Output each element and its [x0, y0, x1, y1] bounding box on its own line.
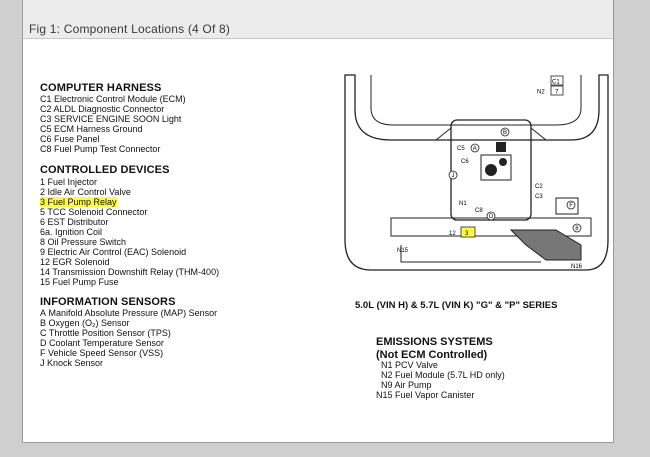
- list-item: C3 SERVICE ENGINE SOON Light: [40, 114, 182, 124]
- list-item: F Vehicle Speed Sensor (VSS): [40, 348, 164, 358]
- distributor-outline: [480, 154, 512, 181]
- engine-compartment-diagram: C1 7 N2 C5 A B C6 C2 C3 J N1 C8 D F N15 …: [344, 74, 609, 271]
- diagram-label: A: [473, 146, 477, 152]
- figure-title: Fig 1: Component Locations (4 Of 8): [29, 22, 231, 36]
- list-item: 6 EST Distributor: [40, 217, 109, 227]
- cowl-line: [370, 75, 582, 126]
- list-item: 2 Idle Air Control Valve: [40, 187, 131, 197]
- diagram-label: C5: [457, 146, 465, 152]
- list-item: D Coolant Temperature Sensor: [40, 338, 164, 348]
- diagram-label: N16: [571, 264, 583, 270]
- diagram-caption: 5.0L (VIN H) & 5.7L (VIN K) "G" & "P" SE…: [355, 300, 558, 311]
- list-item: J Knock Sensor: [40, 358, 104, 368]
- list-item: 12 EGR Solenoid: [40, 257, 110, 267]
- list-item: C5 ECM Harness Ground: [40, 124, 143, 134]
- label-circle: [566, 200, 576, 210]
- vehicle-outline: [344, 74, 609, 271]
- diagram-label: 12: [449, 231, 456, 237]
- fuel-pump-relay-highlight: [460, 226, 476, 238]
- emissions-heading: EMISSIONS SYSTEMS (Not ECM Controlled): [376, 336, 493, 362]
- battery-area: [509, 229, 582, 261]
- front-frame: [400, 245, 541, 263]
- diagram-label: C6: [461, 159, 469, 165]
- section-heading-information-sensors: INFORMATION SENSORS: [40, 296, 176, 308]
- list-item: C6 Fuse Panel: [40, 134, 100, 144]
- list-item-highlighted: 3 Fuel Pump Relay: [40, 197, 219, 207]
- list-item: C2 ALDL Diagnostic Connector: [40, 104, 165, 114]
- section-heading-controlled-devices: CONTROLLED DEVICES: [40, 164, 170, 176]
- diagram-label: J: [452, 173, 455, 179]
- list-item: N9 Air Pump: [381, 380, 432, 390]
- list-item: A Manifold Absolute Pressure (MAP) Senso…: [40, 308, 218, 318]
- controlled-devices-list: 1 Fuel Injector 2 Idle Air Control Valve…: [40, 177, 219, 287]
- canister: [555, 197, 579, 215]
- diagram-label: N1: [459, 201, 467, 207]
- list-item: 5 TCC Solenoid Connector: [40, 207, 148, 217]
- diagram-label: 8: [575, 226, 579, 232]
- diagram-label: N2: [537, 90, 545, 96]
- highlight-mark: 3 Fuel Pump Relay: [40, 197, 117, 207]
- coil-mark: [499, 158, 507, 166]
- emissions-list: N1 PCV Valve N2 Fuel Module (5.7L HD onl…: [376, 360, 505, 400]
- label-box: [550, 85, 564, 96]
- list-item: N15 Fuel Vapor Canister: [376, 390, 475, 400]
- list-item: 1 Fuel Injector: [40, 177, 98, 187]
- list-item: C1 Electronic Control Module (ECM): [40, 94, 186, 104]
- list-item: N1 PCV Valve: [381, 360, 438, 370]
- label-circle: [470, 143, 480, 153]
- diagram-label: B: [503, 130, 507, 136]
- list-item: N2 Fuel Module (5.7L HD only): [381, 370, 505, 380]
- valve-mark: [496, 142, 506, 152]
- label-circle: [500, 127, 510, 137]
- label-circle: [448, 170, 458, 180]
- diagram-label: 7: [555, 90, 559, 96]
- list-item: 6a. Ignition Coil: [40, 227, 103, 237]
- computer-harness-list: C1 Electronic Control Module (ECM) C2 AL…: [40, 94, 186, 154]
- diagram-label: C2: [535, 184, 543, 190]
- diagram-label: N15: [397, 248, 409, 254]
- list-item: 14 Transmission Downshift Relay (THM-400…: [40, 267, 220, 277]
- emissions-title: EMISSIONS SYSTEMS: [376, 336, 493, 348]
- section-heading-computer-harness: COMPUTER HARNESS: [40, 82, 162, 94]
- list-item: 8 Oil Pressure Switch: [40, 237, 127, 247]
- figure-title-bar: Fig 1: Component Locations (4 Of 8): [23, 0, 613, 39]
- document-page: Fig 1: Component Locations (4 Of 8) COMP…: [22, 0, 614, 443]
- emissions-subtitle: (Not ECM Controlled): [376, 349, 488, 361]
- distributor-cap: [485, 164, 497, 176]
- label-circle: [486, 211, 496, 221]
- engine-mounts: [435, 127, 547, 141]
- diagram-label: C1: [552, 80, 560, 86]
- information-sensors-list: A Manifold Absolute Pressure (MAP) Senso…: [40, 308, 217, 368]
- list-item: C Throttle Position Sensor (TPS): [40, 328, 171, 338]
- diagram-label: C3: [535, 194, 543, 200]
- diagram-label: F: [569, 203, 573, 209]
- list-item: 9 Electric Air Control (EAC) Solenoid: [40, 247, 187, 257]
- list-item: B Oxygen (O₂) Sensor: [40, 318, 130, 328]
- list-item: 15 Fuel Pump Fuse: [40, 277, 119, 287]
- label-circle: [572, 223, 582, 233]
- diagram-label: D: [489, 214, 494, 220]
- diagram-label: C8: [475, 208, 483, 214]
- diagram-label: 3: [465, 231, 469, 237]
- list-item: C8 Fuel Pump Test Connector: [40, 144, 161, 154]
- label-box: [550, 75, 564, 86]
